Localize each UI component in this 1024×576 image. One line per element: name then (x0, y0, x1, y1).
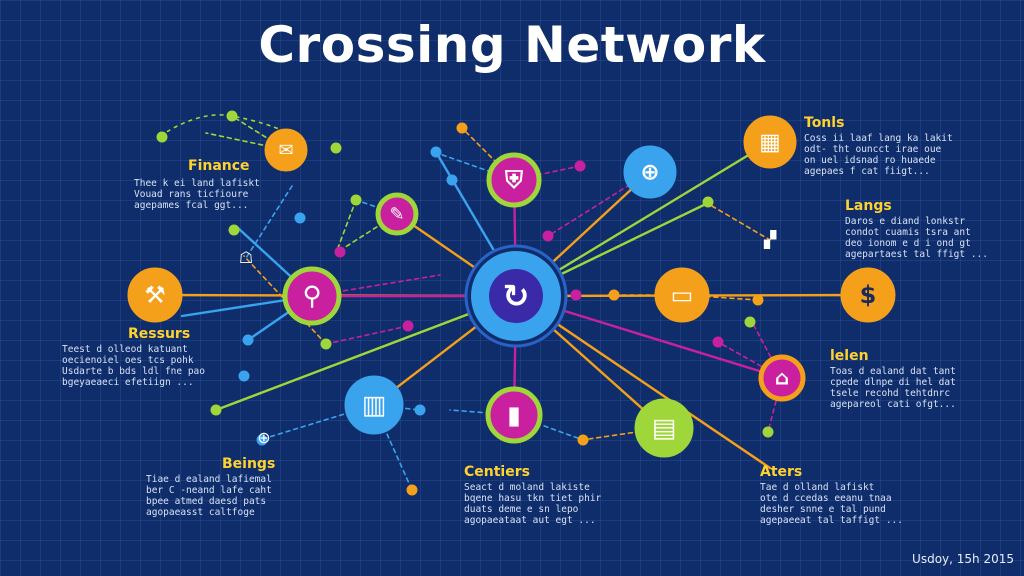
minor-node-dot (762, 426, 774, 438)
house-icon: ⌂ (758, 354, 806, 402)
minor-node-dot (456, 122, 468, 134)
langs-label: Langs (845, 198, 892, 214)
minor-node-dot (570, 289, 582, 301)
svg-text:✉: ✉ (278, 140, 293, 161)
connection-line (581, 427, 665, 441)
connection-line (335, 199, 357, 254)
minor-node-dot (330, 142, 342, 154)
minor-node-dot (542, 230, 554, 242)
beings-label: Beings (222, 456, 276, 472)
page-title: Crossing Network (258, 16, 766, 74)
monitor-icon: ▭ (654, 267, 710, 323)
svg-text:▥: ▥ (362, 391, 387, 421)
wrench-icon: ⚒ (127, 267, 183, 323)
connection-line (214, 294, 518, 412)
building-icon: ▥ (344, 375, 404, 435)
minor-node-dot (752, 294, 764, 306)
minor-node-dot (712, 336, 724, 348)
connection-line (205, 132, 287, 151)
dollar-icon: $ (840, 267, 896, 323)
svg-text:⚲: ⚲ (302, 282, 321, 312)
globe-icon: ⊕ (623, 145, 677, 199)
connection-line (434, 150, 498, 256)
minor-node-dot (334, 246, 346, 258)
minor-node-dot (156, 131, 168, 143)
search-icon: ⚲ (282, 266, 342, 326)
minor-node-dot (320, 338, 332, 350)
svg-text:$: $ (860, 281, 877, 309)
puzzle-icon: ✎ (375, 192, 419, 236)
minor-node-dot (242, 334, 254, 346)
small-glyph-icon: ☖ (239, 248, 253, 267)
minor-node-dot (406, 484, 418, 496)
document-icon: ▤ (634, 398, 694, 458)
svg-text:▤: ▤ (652, 414, 677, 444)
minor-node-dot (574, 160, 586, 172)
small-glyph-icon: ▞ (763, 230, 777, 249)
connection-line (311, 274, 441, 297)
svg-text:⊕: ⊕ (640, 160, 659, 186)
major-nodes: ✉ ⛨ ▦ ⊕ ✎ ⚒ ⚲ ▭ $ ▥ ▮ ▤ ⌂ ↻ (127, 115, 896, 458)
ressurs-label: Ressurs (128, 326, 191, 342)
minor-node-dot (414, 404, 426, 416)
tools-label: Tonls (804, 115, 845, 131)
minor-node-dot (608, 289, 620, 301)
minor-node-dot (702, 196, 714, 208)
connection-line (325, 325, 409, 345)
svg-text:↻: ↻ (503, 277, 530, 315)
svg-text:▦: ▦ (759, 130, 781, 156)
connection-line (433, 151, 515, 181)
lelen-label: lelen (830, 348, 869, 364)
minor-node-dot (446, 174, 458, 186)
date-stamp: Usdoy, 15h 2015 (912, 552, 1014, 566)
svg-text:✎: ✎ (389, 204, 404, 225)
minor-node-dot (744, 316, 756, 328)
shield-icon: ⛨ (486, 152, 542, 208)
svg-text:▭: ▭ (671, 281, 694, 309)
chart-icon: ▮ (485, 386, 543, 444)
refresh-icon: ↻ (464, 244, 568, 348)
connection-line (245, 185, 293, 259)
minor-node-dot (294, 212, 306, 224)
minor-node-dot (228, 224, 240, 236)
connection-curve (159, 114, 287, 137)
svg-text:⛨: ⛨ (504, 166, 524, 194)
minor-node-dot (226, 110, 238, 122)
minor-node-dot (256, 434, 268, 446)
svg-text:⌂: ⌂ (775, 366, 789, 390)
minor-node-dot (402, 320, 414, 332)
minor-node-dot (577, 434, 589, 446)
minor-nodes: ☖ ▞ ⊕ (156, 110, 777, 496)
centiers-label: Centiers (464, 464, 530, 480)
tools-icon: ▦ (743, 115, 797, 169)
mail-icon: ✉ (264, 128, 308, 172)
minor-node-dot (430, 146, 442, 158)
aters-label: Aters (760, 464, 803, 480)
minor-node-dot (350, 194, 362, 206)
svg-text:▮: ▮ (507, 400, 521, 429)
minor-node-dot (210, 404, 222, 416)
small-glyph-icon: ⊕ (257, 428, 270, 447)
finance-label: Finance (188, 158, 250, 174)
connection-line (711, 205, 771, 241)
minor-node-dot (238, 370, 250, 382)
svg-text:⚒: ⚒ (144, 281, 166, 309)
